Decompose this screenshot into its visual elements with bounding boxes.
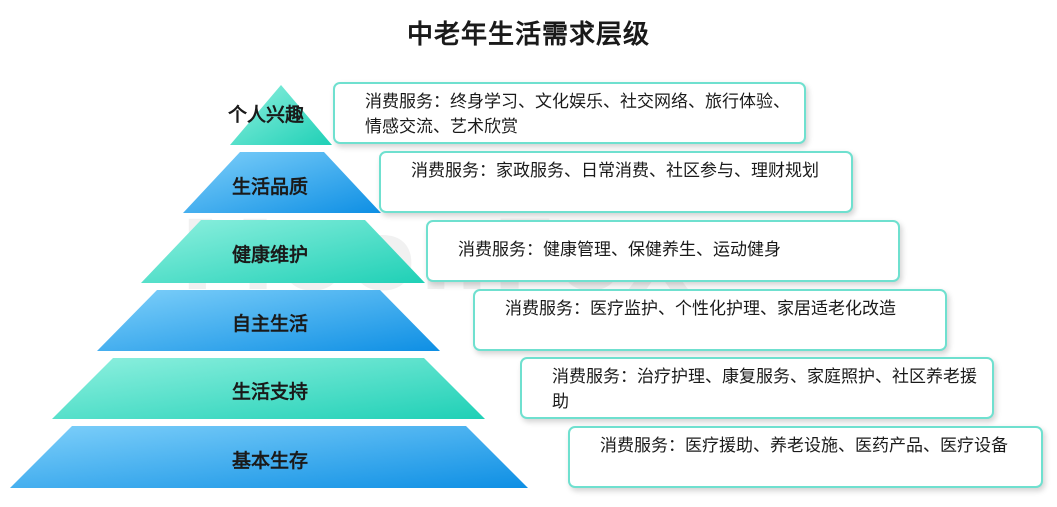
level-label: 自主生活 — [231, 313, 308, 335]
page-title: 中老年生活需求层级 — [406, 20, 650, 50]
service-box: 消费服务：医疗监护、个性化护理、家居适老化改造 — [473, 289, 947, 351]
pyramid-level-5 — [52, 358, 485, 419]
pyramid-level-1 — [230, 85, 332, 145]
pyramid-level-2 — [183, 152, 381, 213]
level-label: 健康维护 — [231, 244, 308, 266]
level-label: 个人兴趣 — [227, 104, 304, 126]
level-label: 生活支持 — [231, 381, 308, 403]
level-label: 生活品质 — [231, 176, 308, 198]
pyramid-level-4 — [97, 290, 440, 351]
service-box: 消费服务：家政服务、日常消费、社区参与、理财规划 — [379, 151, 853, 213]
pyramid-level-6 — [10, 426, 528, 488]
service-box: 消费服务：健康管理、保健养生、运动健身 — [426, 220, 900, 282]
level-label: 基本生存 — [231, 450, 308, 472]
service-box: 消费服务：终身学习、文化娱乐、社交网络、旅行体验、情感交流、艺术欣赏 — [333, 82, 806, 144]
pyramid-level-3 — [141, 220, 425, 283]
service-box: 消费服务：治疗护理、康复服务、家庭照护、社区养老援助 — [520, 357, 994, 419]
service-box: 消费服务：医疗援助、养老设施、医药产品、医疗设备 — [568, 426, 1043, 488]
